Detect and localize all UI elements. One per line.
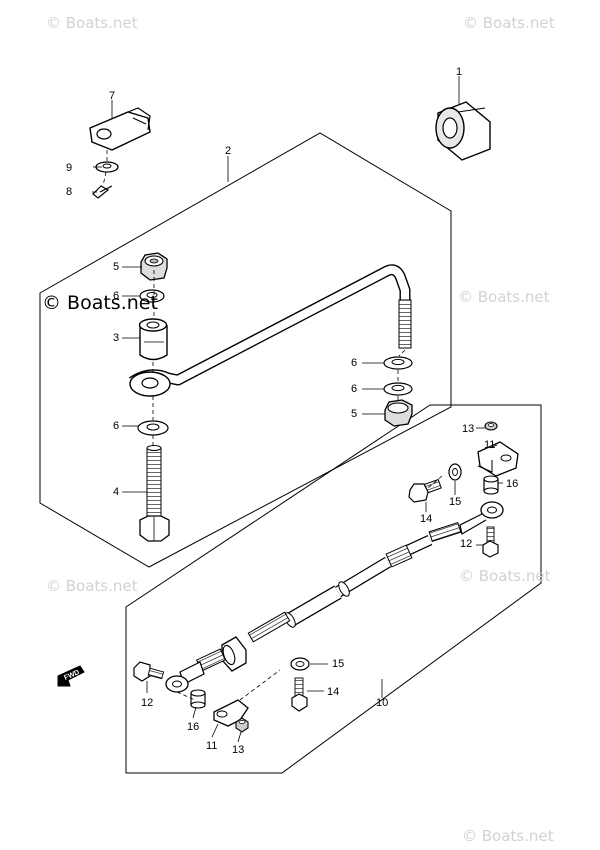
callout-1: 1 [456, 66, 463, 78]
part-14-bolt-lower [291, 677, 308, 712]
callout-12: 12 [460, 538, 473, 550]
callout-11: 11 [206, 740, 218, 752]
part-15-washer-upper [448, 463, 462, 481]
part-13-nut-upper [484, 421, 498, 431]
callout-6: 6 [113, 290, 120, 302]
part-11-bracket-upper [477, 441, 519, 477]
watermark: © Boats.net [46, 577, 138, 595]
part-5-nut-upper [140, 252, 168, 281]
part-10-cable [165, 501, 504, 693]
part-8-cotter-pin [92, 185, 113, 199]
part-12-bolt-left [133, 661, 165, 682]
watermark: © Boats.net [42, 292, 158, 314]
part-16-spacer-lower [190, 689, 206, 709]
watermark: © Boats.net [459, 567, 551, 585]
callout-16: 16 [187, 721, 200, 733]
part-6-washer-lower [137, 420, 169, 436]
part-12-bolt-right [482, 526, 499, 558]
watermark: © Boats.net [463, 14, 555, 32]
callout-7: 7 [109, 90, 116, 102]
callout-5: 5 [113, 261, 120, 273]
callout-14: 14 [420, 513, 433, 525]
callout-4: 4 [113, 486, 120, 498]
part-13-nut-lower [235, 717, 249, 733]
callout-3: 3 [113, 332, 120, 344]
part-14-bolt-upper [408, 478, 442, 503]
callout-10: 10 [376, 697, 389, 709]
part-5-nut-lower [384, 399, 413, 427]
part-16-spacer-upper [483, 475, 499, 495]
callout-15: 15 [449, 496, 462, 508]
part-4-bolt [139, 445, 170, 542]
forward-arrow-icon [57, 665, 85, 687]
part-1-bushing [435, 101, 491, 161]
callout-5: 5 [351, 408, 358, 420]
callout-8: 8 [66, 186, 73, 198]
callout-6: 6 [351, 357, 358, 369]
watermark: © Boats.net [462, 827, 554, 845]
part-7-connector [89, 107, 151, 151]
callout-6: 6 [113, 420, 120, 432]
upper-assembly-frame [39, 132, 452, 568]
part-6-washers-right [383, 356, 413, 396]
callout-16: 16 [506, 478, 519, 490]
part-6-washer-upper [139, 289, 165, 303]
callout-13: 13 [232, 744, 245, 756]
callout-13: 13 [462, 423, 475, 435]
part-3-collar [138, 318, 168, 361]
callout-15: 15 [332, 658, 345, 670]
callout-9: 9 [66, 162, 73, 174]
watermark: © Boats.net [46, 14, 138, 32]
callout-14: 14 [327, 686, 340, 698]
leader-lines [92, 76, 503, 743]
callout-6: 6 [351, 383, 358, 395]
lower-assembly-frame [125, 404, 542, 774]
callout-11: 11 [484, 439, 496, 451]
watermark: © Boats.net [458, 288, 550, 306]
part-15-washer-lower [290, 657, 310, 671]
part-2-drag-link [128, 264, 412, 397]
callout-12: 12 [141, 697, 154, 709]
callout-2: 2 [225, 145, 232, 157]
alignment-lines [102, 150, 443, 701]
